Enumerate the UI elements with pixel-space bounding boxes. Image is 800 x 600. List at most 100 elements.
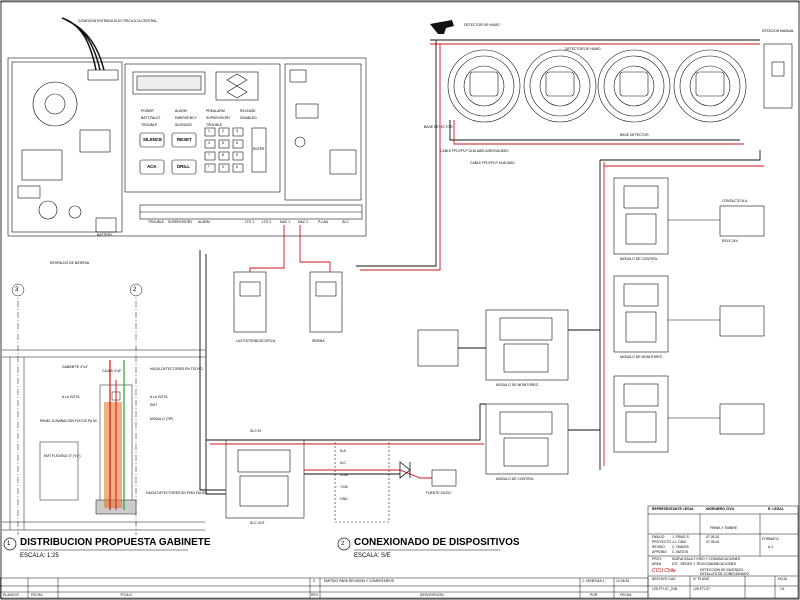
- note-control-module: MODULO DE CONTROL: [496, 477, 535, 481]
- axis-3-label: 3: [15, 287, 19, 293]
- rev-h-fecha-2: FECHA: [620, 593, 632, 597]
- tb-desc-2: DETALLES DE CONEXIONADO: [700, 572, 750, 576]
- key-6[interactable]: 6: [236, 141, 238, 145]
- note-battery: RESPALDO DE BATERIA: [50, 261, 90, 265]
- key-4[interactable]: 4: [208, 141, 210, 145]
- rev-h-plano: PLANO N°: [3, 593, 20, 597]
- rev-row-by: J. VENEGAS L.: [582, 579, 606, 583]
- note-cable-4x18: CABLE FPL/FPLP 4x18 AWG: [470, 161, 515, 165]
- right-column-wiring: [599, 150, 764, 470]
- ac-power-cable: [61, 17, 105, 71]
- device-label-smoke: DETECTOR DE HUMO: [565, 47, 601, 51]
- tb-rev-label: HOJA: [778, 577, 788, 581]
- indicator-emergency: EMERGENCY: [175, 116, 197, 120]
- indicator-release: RELEASE: [240, 109, 256, 113]
- cabinet-title: DISTRIBUCION PROPUESTA GABINETE: [20, 537, 211, 548]
- tb-row3-label: APROBO: [652, 550, 667, 554]
- terminal-alarm: ALARM: [198, 220, 210, 224]
- cabinet-red-panel: [104, 402, 122, 508]
- cabinet-note-vista-2: A LA VISTA: [150, 395, 168, 399]
- tb-proy-label: PROY.: [652, 557, 663, 561]
- indicator-trouble: TROUBLE: [141, 123, 158, 127]
- module-label-nc: N.C.: [340, 461, 347, 465]
- tb-proy: NUEVA SALA TI RED Y COMUNICACIONES: [672, 557, 741, 561]
- module-label-na: N.A.: [340, 449, 347, 453]
- tb-desc-1: DETECCION DE INCENDIO: [700, 568, 744, 572]
- terminal-lto1: LTO 1: [245, 220, 255, 224]
- tb-row1-label: PROYECTO: [652, 540, 671, 544]
- key-9[interactable]: 9: [236, 153, 238, 157]
- rev-h-fecha: FECHA: [31, 593, 43, 597]
- key-1[interactable]: 1: [208, 129, 210, 133]
- device-label-base: BASE DETECTOR: [620, 133, 649, 137]
- section-1-number: 1: [7, 541, 11, 547]
- tb-header-rep: REPRESENTANTE LEGAL: [652, 507, 695, 511]
- rev-h-por: POR: [590, 593, 598, 597]
- note-detector-base: BASE DETECTOR: [424, 125, 453, 129]
- key-8[interactable]: 8: [222, 153, 224, 157]
- manual-station-icon: [430, 20, 454, 34]
- cabinet-scale: ESCALA: 1:25: [20, 553, 59, 559]
- tb-sheet: 125-FTI-07: [693, 587, 710, 591]
- terminal-plan: P-LAN: [318, 220, 328, 224]
- right-module-column: [613, 177, 765, 453]
- silence-button[interactable]: SILENCE: [143, 137, 163, 142]
- key-star[interactable]: *: [208, 165, 210, 169]
- device-label-control: MODULO DE CONTROL: [620, 257, 659, 261]
- devices-title: CONEXIONADO DE DISPOSITIVOS: [354, 537, 520, 548]
- title-block-frame: [0, 505, 799, 599]
- key-3[interactable]: 3: [236, 129, 238, 133]
- cabinet-note-modulo: MODULO (TIP): [150, 417, 174, 421]
- fire-alarm-panel: [7, 57, 367, 237]
- rev-h-rev: REV.: [311, 593, 319, 597]
- section-2-number: 2: [341, 541, 345, 547]
- tb-sign: FIRMA Y TIMBRE: [710, 526, 738, 530]
- module-label-slc-in: SLC IN: [250, 429, 261, 433]
- tb-plane-no-label: ARCHIVO CAD: [652, 577, 676, 581]
- indicator-power: POWER: [141, 109, 154, 113]
- indicator-silenced: SILENCED: [175, 123, 192, 127]
- module-label-gnd: GND: [340, 497, 348, 501]
- section-2-marker: [337, 537, 351, 551]
- key-5[interactable]: 5: [222, 141, 224, 145]
- device-label-contact: CONTACTO N.A.: [722, 199, 749, 203]
- tb-row1-date: 07.05.26: [706, 540, 720, 544]
- devices-scale: ESCALA: S/E: [354, 553, 391, 559]
- rev-h-desc: DESCRIPCION: [420, 593, 444, 597]
- ack-button[interactable]: ACK: [147, 164, 157, 169]
- cabinet-note-vista: A LA VISTA: [62, 395, 80, 399]
- indicator-batt-fault: BATT.FAULT: [141, 116, 161, 120]
- terminal-supervisory: SUPERVISORY: [168, 220, 193, 224]
- terminal-lto2: LTO 2: [262, 220, 272, 224]
- cabinet-elevation: [2, 283, 205, 535]
- drill-button[interactable]: DRILL: [177, 164, 190, 169]
- tb-area-label: AREA: [652, 562, 662, 566]
- axis-2-label: 2: [133, 287, 137, 293]
- rev-row-desc: EMITIDO PARA REVISION Y COMENTARIOS: [324, 579, 395, 583]
- note-cable-2x18: CABLE FPL/FPLP 2x18 AWG AHESIVA 600V: [440, 149, 509, 153]
- cabinet-note-gabinete: GABINETE 4"x4": [62, 365, 88, 369]
- indicator-alarm: ALARM: [175, 109, 187, 113]
- tb-format-value: A-1: [768, 545, 774, 549]
- cabinet-note-floor: HACIA DETECTORES EN PISO FALSO: [146, 491, 207, 495]
- key-hash[interactable]: #: [236, 165, 238, 169]
- cabinet-note-panel: PANEL ILUMINACION FOCOS PA 60: [40, 419, 97, 423]
- tb-format-label: FORMATO: [762, 537, 779, 541]
- indicator-trouble-2: TROUBLE: [206, 123, 223, 127]
- tb-row1-name: J.L. DIAZ: [672, 540, 687, 544]
- device-label-psu: FUENTE 24VDC: [426, 491, 452, 495]
- cabinet-note-emt: EMT: [150, 403, 158, 407]
- device-label-strobe: LUZ ESTROBOSCOPICA: [236, 339, 276, 343]
- note-monitor-module: MODULO DE MONITOREO: [496, 383, 539, 387]
- reset-button[interactable]: RESET: [177, 137, 192, 142]
- tb-area: DTI - REDES Y TELECOMUNICACIONES: [672, 562, 737, 566]
- enter-key[interactable]: ENTER: [253, 147, 265, 151]
- note-power: CONEXION ENTRADA ELECTRICA A LA CENTRAL: [78, 19, 158, 23]
- key-2[interactable]: 2: [222, 129, 224, 133]
- key-0[interactable]: 0: [222, 165, 224, 169]
- indicator-disabled: DISABLED: [240, 116, 257, 120]
- key-7[interactable]: 7: [208, 153, 210, 157]
- terminal-nac2: NAC 2: [298, 220, 308, 224]
- middle-modules: [225, 271, 569, 523]
- tb-row3-name: C. MATOS: [672, 550, 689, 554]
